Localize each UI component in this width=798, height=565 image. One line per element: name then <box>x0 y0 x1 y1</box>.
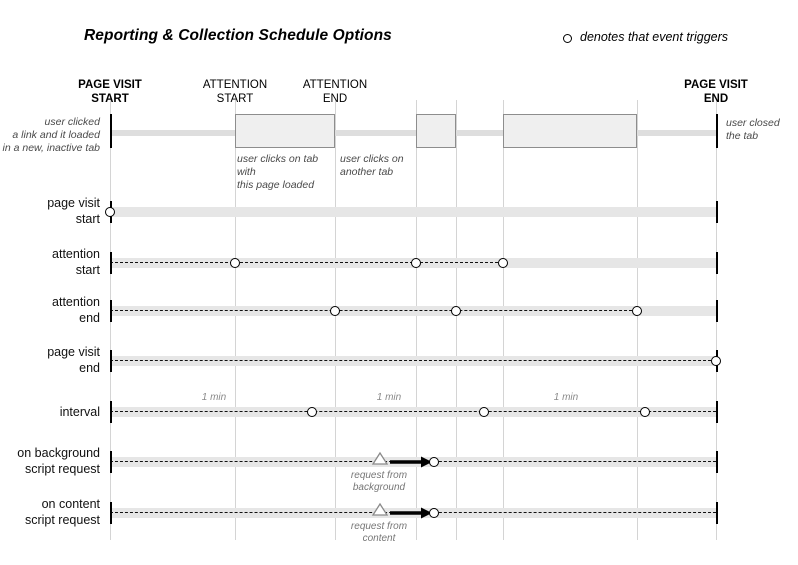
row-label-attention-end: attention end <box>52 295 100 325</box>
activity-bar <box>110 130 716 136</box>
row-label-page-visit-end: page visit end <box>47 345 100 375</box>
row-tick-interval-1 <box>110 401 112 423</box>
gridline <box>456 100 457 540</box>
request-marker-on-content-script-request <box>371 502 432 519</box>
legend-label: denotes that event triggers <box>580 30 729 44</box>
legend: denotes that event triggers <box>563 30 783 50</box>
interval-label-1: 1 min <box>201 392 227 403</box>
request-note-on-content-script-request: request from content <box>350 521 408 544</box>
activity-right-note: user closed the tab <box>726 117 780 142</box>
arrow-head-icon <box>421 507 432 519</box>
row-strip-interval <box>110 407 716 417</box>
request-note-on-background-script-request: request from background <box>350 470 408 493</box>
row-tick-attention-start-2 <box>716 252 718 274</box>
activity-note-1: user clicks on tab with this page loaded <box>237 153 319 191</box>
column-header-attention-end: ATTENTION END <box>302 79 368 105</box>
row-label-attention-start: attention start <box>52 247 100 277</box>
event-marker-attention-end-2 <box>451 306 461 316</box>
row-dashed-line-interval <box>110 411 716 412</box>
row-label-on-background-script-request: on background script request <box>17 446 100 476</box>
activity-tick-end <box>716 114 718 148</box>
row-tick-on-background-script-request-1 <box>110 451 112 473</box>
row-dashed-line-attention-start <box>110 262 503 263</box>
event-marker-attention-end-3 <box>632 306 642 316</box>
activity-block-1 <box>235 114 335 148</box>
event-marker-attention-start-2 <box>411 258 421 268</box>
row-label-page-visit-start: page visit start <box>47 196 100 226</box>
event-marker-interval-2 <box>479 407 489 417</box>
gridline <box>335 100 336 540</box>
event-marker-page-visit-start-1 <box>105 207 115 217</box>
gridline <box>235 100 236 540</box>
row-tick-attention-end-1 <box>110 300 112 322</box>
row-tick-attention-end-2 <box>716 300 718 322</box>
activity-block-2 <box>416 114 456 148</box>
gridline <box>416 100 417 540</box>
event-marker-attention-start-3 <box>498 258 508 268</box>
interval-label-2: 1 min <box>376 392 402 403</box>
row-strip-attention-end <box>110 306 716 316</box>
row-tick-on-content-script-request-1 <box>110 502 112 524</box>
triangle-icon <box>371 451 389 465</box>
column-header-page-visit-start: PAGE VISIT START <box>78 79 142 105</box>
row-label-interval: interval <box>59 405 100 419</box>
row-strip-page-visit-end <box>110 356 716 366</box>
event-marker-interval-3 <box>640 407 650 417</box>
request-marker-on-background-script-request <box>371 451 432 468</box>
row-tick-attention-start-1 <box>110 252 112 274</box>
event-marker-on-background-script-request-1 <box>429 457 439 467</box>
row-label-on-content-script-request: on content script request <box>24 497 100 527</box>
activity-block-3 <box>503 114 637 148</box>
activity-tick-start <box>110 114 112 148</box>
event-marker-on-content-script-request-1 <box>429 508 439 518</box>
gridline <box>637 100 638 540</box>
event-marker-interval-1 <box>307 407 317 417</box>
row-dashed-line-attention-end <box>110 310 637 311</box>
row-tick-page-visit-start-2 <box>716 201 718 223</box>
interval-label-3: 1 min <box>553 392 579 403</box>
row-tick-page-visit-end-1 <box>110 350 112 372</box>
activity-left-note: user clicked a link and it loaded in a n… <box>2 116 100 154</box>
arrow-head-icon <box>421 456 432 468</box>
page-title: Reporting & Collection Schedule Options <box>84 27 392 44</box>
row-tick-on-content-script-request-2 <box>716 502 718 524</box>
row-strip-page-visit-start <box>110 207 716 217</box>
gridline <box>503 100 504 540</box>
column-header-page-visit-end: PAGE VISIT END <box>684 79 748 105</box>
row-dashed-line-page-visit-end <box>110 360 716 361</box>
circle-outline-icon <box>563 34 572 43</box>
row-tick-on-background-script-request-2 <box>716 451 718 473</box>
row-tick-interval-2 <box>716 401 718 423</box>
triangle-icon <box>371 502 389 516</box>
activity-note-2: user clicks on another tab <box>340 153 404 178</box>
event-marker-attention-start-1 <box>230 258 240 268</box>
event-marker-attention-end-1 <box>330 306 340 316</box>
event-marker-page-visit-end-1 <box>711 356 721 366</box>
column-header-attention-start: ATTENTION START <box>202 79 268 105</box>
